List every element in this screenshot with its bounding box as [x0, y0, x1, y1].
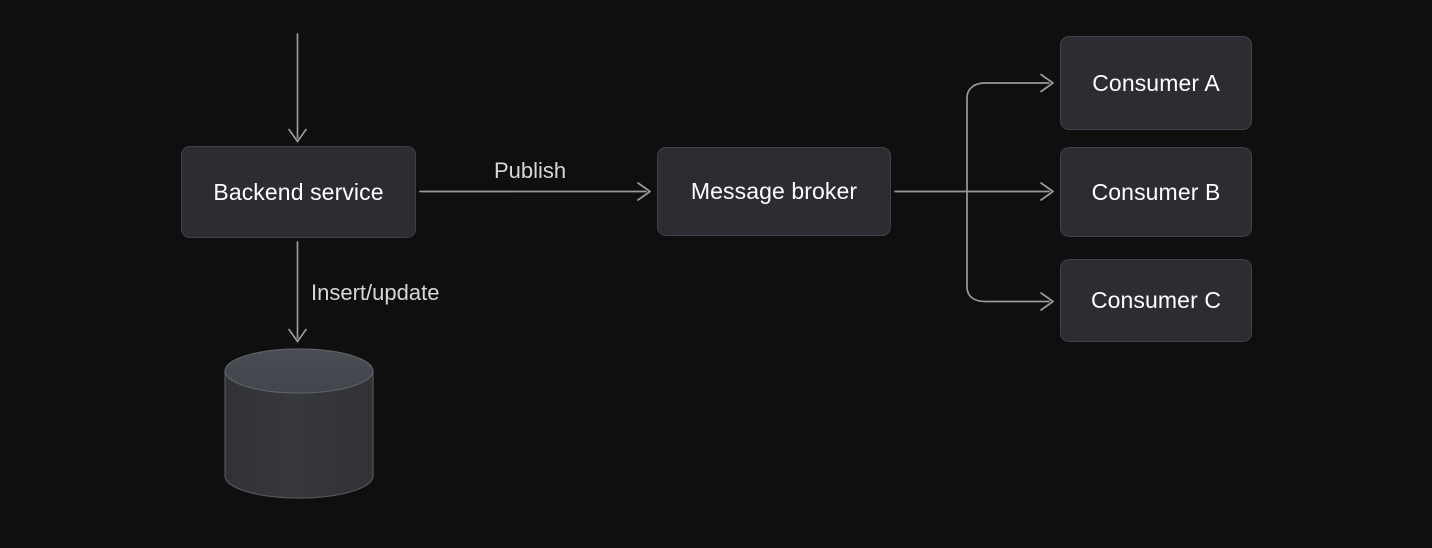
- node-label: Consumer B: [1091, 178, 1221, 205]
- edge-broker-to-consumer-c: [966, 190, 1054, 311]
- node-consumer-a[interactable]: Consumer A: [1060, 36, 1252, 130]
- database-icon: [224, 348, 374, 499]
- edge-backend-to-broker: [419, 182, 651, 201]
- edge-backend-to-database: [288, 241, 307, 343]
- edge-inbound-to-backend: [288, 33, 307, 143]
- node-message-broker[interactable]: Message broker: [657, 147, 891, 236]
- node-backend-service[interactable]: Backend service: [181, 146, 416, 238]
- node-label: Consumer A: [1092, 69, 1220, 96]
- node-label: Message broker: [690, 178, 858, 204]
- node-label: Backend service: [213, 178, 384, 205]
- node-database-cylinder[interactable]: [220, 346, 378, 508]
- edge-broker-to-consumer-a: [966, 73, 1054, 193]
- node-consumer-b[interactable]: Consumer B: [1060, 147, 1252, 237]
- edge-broker-to-consumer-b: [966, 182, 1054, 201]
- node-consumer-c[interactable]: Consumer C: [1060, 259, 1252, 342]
- edge-label-insert-update: Insert/update: [311, 280, 440, 305]
- edge-label-publish: Publish: [494, 158, 567, 183]
- node-label: Consumer C: [1090, 287, 1222, 313]
